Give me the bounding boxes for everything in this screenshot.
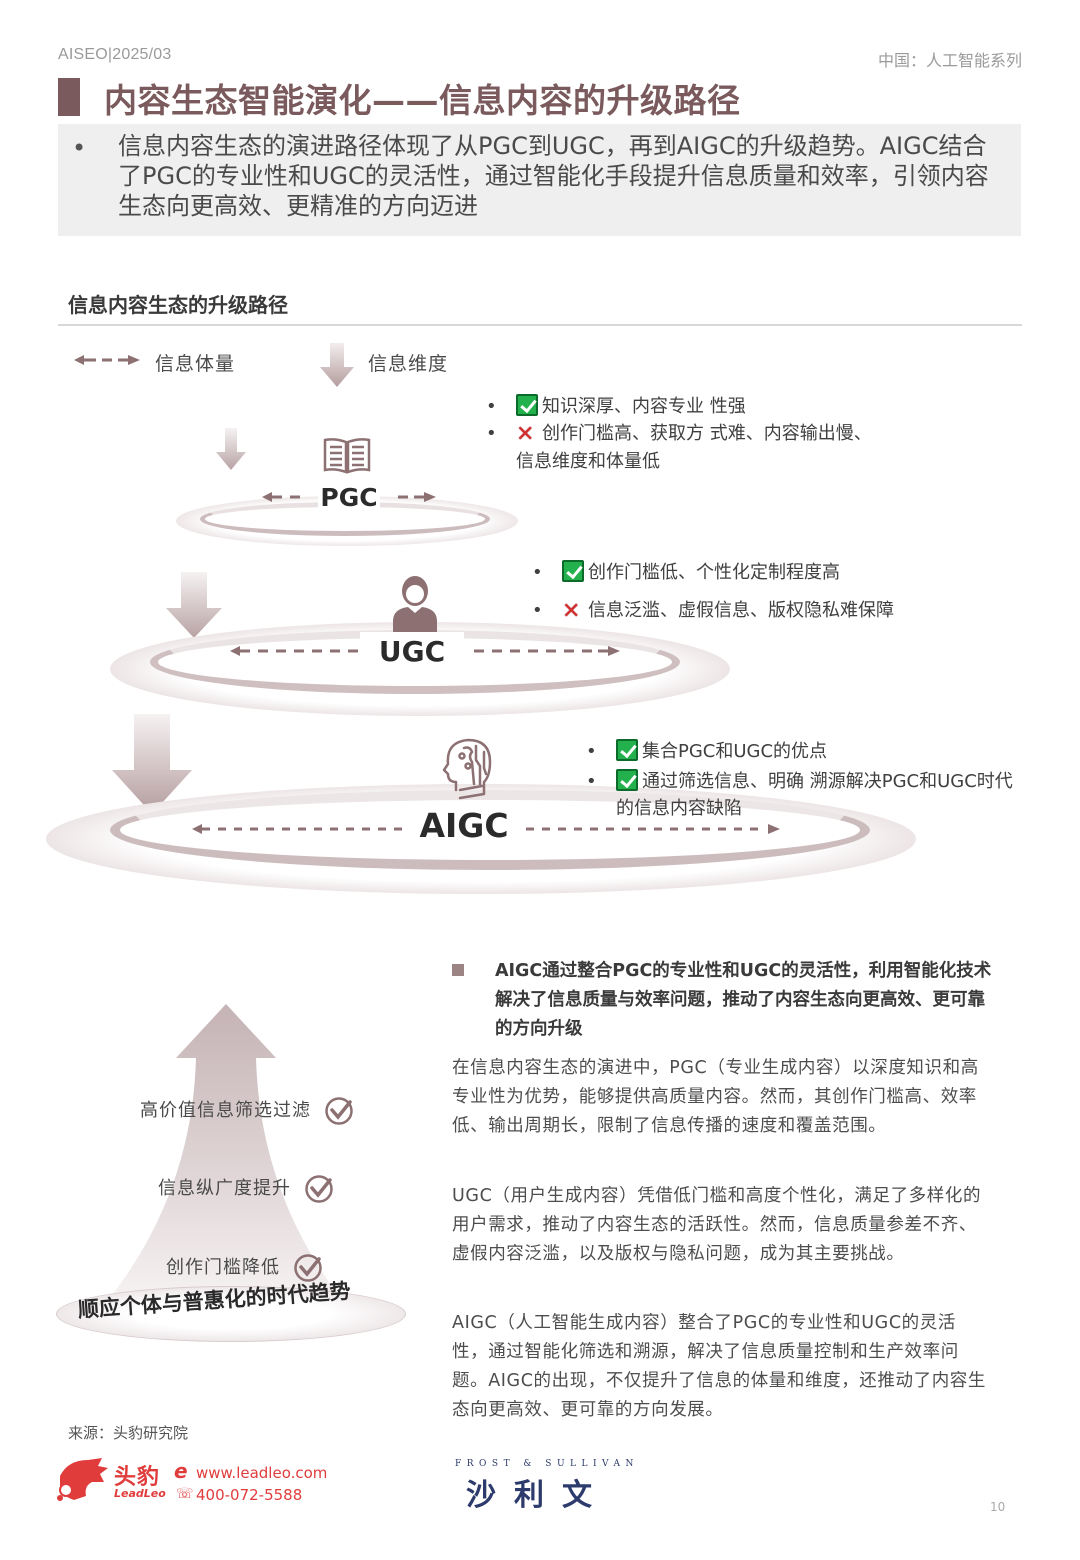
analysis-paragraph-aigc: AIGC（人工智能生成内容）整合了PGC的专业性和UGC的灵活性，通过智能化筛选… xyxy=(452,1313,987,1420)
checkbox-checked-icon xyxy=(616,769,638,791)
report-code: AISEO|2025/03 xyxy=(58,46,172,63)
aigc-points: •集合PGC和UGC的优点 •通过筛选信息、明确 溯源解决PGC和UGC时代的信… xyxy=(586,738,1026,822)
left-dashed-arrow-icon xyxy=(230,646,358,656)
web-icon: e xyxy=(174,1459,188,1483)
right-dashed-arrow-icon xyxy=(398,492,436,502)
down-arrow-icon xyxy=(166,572,222,638)
square-bullet-icon xyxy=(452,964,464,976)
right-dashed-arrow-icon xyxy=(526,824,780,834)
section-title: 信息内容生态的升级路径 xyxy=(68,293,288,317)
cross-icon: ✕ xyxy=(562,599,581,624)
check-circle-icon xyxy=(293,1254,322,1282)
section-divider xyxy=(58,324,1022,326)
aigc-label: AIGC xyxy=(408,803,520,855)
pgc-points: •知识深厚、内容专业 性强 •✕创作门槛高、获取方 式难、内容输出慢、信息维度和… xyxy=(486,393,886,475)
summary-text: 信息内容生态的演进路径体现了从PGC到UGC，再到AIGC的升级趋势。AIGC结… xyxy=(118,132,989,220)
checkbox-checked-icon xyxy=(562,560,584,582)
trend-step: 创作门槛降低 xyxy=(166,1253,323,1283)
cross-icon: ✕ xyxy=(516,422,535,447)
check-circle-icon xyxy=(304,1175,333,1203)
pgc-label: PGC xyxy=(318,480,380,516)
phone-icon: ☏ xyxy=(176,1486,194,1502)
title-accent-bar xyxy=(58,78,80,116)
frost-sullivan-name-cn: 沙利文 xyxy=(466,1478,610,1513)
down-arrow-icon xyxy=(320,343,354,387)
phone-number: 400-072-5588 xyxy=(196,1486,303,1504)
book-icon xyxy=(323,438,371,474)
pgc-con-item: •✕创作门槛高、获取方 式难、内容输出慢、信息维度和体量低 xyxy=(486,422,872,472)
legend-volume-label: 信息体量 xyxy=(155,353,236,375)
analysis-paragraph-ugc: UGC（用户生成内容）凭借低门槛和高度个性化，满足了多样化的用户需求，推动了内容… xyxy=(452,1186,982,1264)
trend-step: 信息纵广度提升 xyxy=(158,1174,334,1204)
ugc-pro-item: •创作门槛低、个性化定制程度高 xyxy=(532,560,840,583)
dashed-double-arrow-icon xyxy=(74,355,140,365)
down-arrow-icon xyxy=(112,714,192,814)
page-title: 内容生态智能演化——信息内容的升级路径 xyxy=(104,81,741,120)
source-note: 来源：头豹研究院 xyxy=(68,1424,189,1442)
check-circle-icon xyxy=(324,1097,353,1125)
ugc-label: UGC xyxy=(360,632,464,678)
checkbox-checked-icon xyxy=(616,739,638,761)
aigc-pro-item: •集合PGC和UGC的优点 xyxy=(586,739,828,762)
bullet-dot: • xyxy=(72,134,87,162)
legend-dimension-label: 信息维度 xyxy=(368,353,449,375)
down-arrow-icon xyxy=(216,428,246,470)
upward-trend-arrow xyxy=(100,1004,350,1310)
checkbox-checked-icon xyxy=(516,394,538,416)
frost-sullivan-name-en: FROST & SULLIVAN xyxy=(455,1459,639,1469)
analysis-headline: AIGC通过整合PGC的专业性和UGC的灵活性，利用智能化技术解决了信息质量与效… xyxy=(452,957,992,1044)
ugc-points: •创作门槛低、个性化定制程度高 •✕信息泛滥、虚假信息、版权隐私难保障 xyxy=(532,554,992,631)
right-dashed-arrow-icon xyxy=(474,646,620,656)
user-icon xyxy=(393,576,437,633)
left-dashed-arrow-icon xyxy=(192,824,402,834)
analysis-paragraph-pgc: 在信息内容生态的演进中，PGC（专业生成内容）以深度知识和高专业性为优势，能够提… xyxy=(452,1058,979,1136)
trend-step: 高价值信息筛选过滤 xyxy=(140,1096,354,1126)
summary-box: • 信息内容生态的演进路径体现了从PGC到UGC，再到AIGC的升级趋势。AIG… xyxy=(58,124,1021,236)
page-number: 10 xyxy=(990,1500,1006,1514)
series-label: 中国：人工智能系列 xyxy=(877,51,1022,70)
aigc-pro-item: •通过筛选信息、明确 溯源解决PGC和UGC时代的信息内容缺陷 xyxy=(586,769,1013,819)
website-link[interactable]: www.leadleo.com xyxy=(196,1464,328,1482)
ai-head-icon xyxy=(442,738,492,800)
leadleo-logo-icon xyxy=(57,1458,108,1501)
leadleo-name-cn: 头豹 xyxy=(114,1465,161,1490)
ugc-con-item: •✕信息泛滥、虚假信息、版权隐私难保障 xyxy=(532,592,992,631)
left-dashed-arrow-icon xyxy=(262,492,300,502)
leadleo-name-en: LeadLeo xyxy=(114,1487,166,1500)
pgc-pro-item: •知识深厚、内容专业 性强 xyxy=(486,394,746,417)
trend-base xyxy=(56,1286,406,1342)
